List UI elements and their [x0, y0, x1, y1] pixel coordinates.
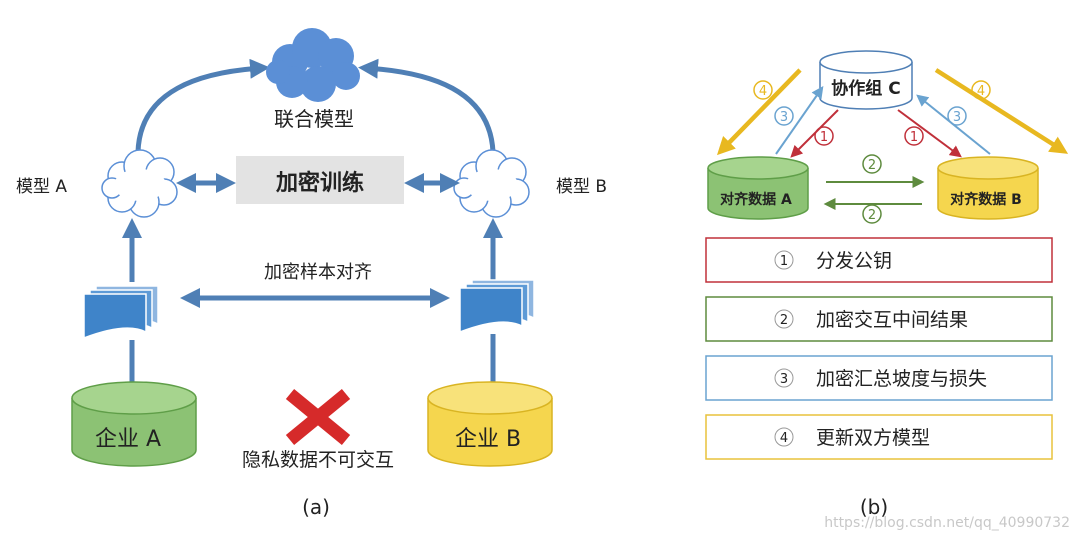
model-a-label: 模型 A [16, 177, 67, 197]
legend-num: 4 [780, 431, 788, 446]
joint-model-label: 联合模型 [274, 107, 354, 131]
company-b-label: 企业 B [455, 427, 521, 452]
num-3-right-badge: 3 [947, 106, 967, 126]
num-2-bottom: 2 [868, 208, 876, 223]
training-box [236, 156, 404, 204]
num-4-left: 4 [759, 84, 767, 99]
num-2-bottom-badge: 2 [862, 204, 882, 224]
coordinator-label: 协作组 C [831, 78, 900, 99]
num-3-left: 3 [780, 110, 788, 125]
aligned-data-a-database-icon [707, 156, 809, 220]
num-1-left: 1 [820, 130, 828, 145]
legend-num-circle [774, 368, 794, 388]
watermark: https://blog.csdn.net/qq_40990732 [824, 515, 1070, 531]
aligned-data-a-label: 对齐数据 A [720, 191, 792, 208]
red-x-icon [285, 388, 351, 446]
legend-text: 加密交互中间结果 [816, 309, 968, 331]
legend-num-circle [774, 427, 794, 447]
legend-item: 4 更新双方模型 [705, 414, 1053, 460]
aligned-data-b-label: 对齐数据 B [950, 191, 1022, 208]
privacy-label: 隐私数据不可交互 [242, 449, 394, 471]
legend-text: 更新双方模型 [816, 427, 930, 449]
num-4-right-badge: 4 [971, 80, 991, 100]
legend-item: 2 加密交互中间结果 [705, 296, 1053, 342]
legend-num: 2 [780, 313, 788, 328]
legend-num-circle [774, 309, 794, 329]
num-1-left-badge: 1 [814, 126, 834, 146]
legend-num-circle [774, 250, 794, 270]
num-4-left-badge: 4 [753, 80, 773, 100]
arc-arrow-right [358, 58, 496, 153]
num-2-top: 2 [868, 158, 876, 173]
alignment-label: 加密样本对齐 [264, 262, 372, 283]
legend-text: 加密汇总坡度与损失 [816, 368, 987, 390]
legend-box [705, 414, 1053, 460]
caption-a: (a) [302, 495, 330, 519]
num-3-right: 3 [953, 110, 961, 125]
joint-model-cloud-icon [266, 28, 360, 102]
num-4-right: 4 [977, 84, 985, 99]
company-a-database-icon [71, 381, 197, 467]
legend-box [705, 237, 1053, 283]
legend-item: 3 加密汇总坡度与损失 [705, 355, 1053, 401]
company-b-database-icon [427, 381, 553, 467]
document-stack-b-icon [459, 279, 535, 334]
num-1-right: 1 [910, 130, 918, 145]
caption-b: (b) [860, 495, 888, 519]
model-a-cloud-icon [101, 149, 178, 218]
coordinator-database-icon [819, 50, 913, 110]
num-3-left-badge: 3 [774, 106, 794, 126]
arrow-4-right [934, 68, 1069, 154]
legend-num: 3 [780, 372, 788, 387]
legend-text: 分发公钥 [816, 250, 892, 272]
legend-num: 1 [780, 254, 788, 269]
aligned-data-b-database-icon [937, 156, 1039, 220]
num-2-top-badge: 2 [862, 154, 882, 174]
num-1-right-badge: 1 [904, 126, 924, 146]
legend-box [705, 355, 1053, 401]
document-stack-a-icon [83, 285, 159, 340]
arrow-3-left [775, 86, 824, 155]
legend-box [705, 296, 1053, 342]
arrow-1-right [897, 109, 962, 158]
legend-item: 1 分发公钥 [705, 237, 1053, 283]
arc-arrow-left [135, 58, 270, 153]
model-b-cloud-icon [453, 149, 530, 218]
company-a-label: 企业 A [95, 427, 161, 452]
arrow-4-left [716, 68, 802, 156]
legend: 1 分发公钥 2 加密交互中间结果 3 加密汇总坡度与损失 4 更新双方模型 [705, 237, 1053, 460]
training-label: 加密训练 [275, 170, 364, 196]
model-b-label: 模型 B [556, 177, 607, 197]
